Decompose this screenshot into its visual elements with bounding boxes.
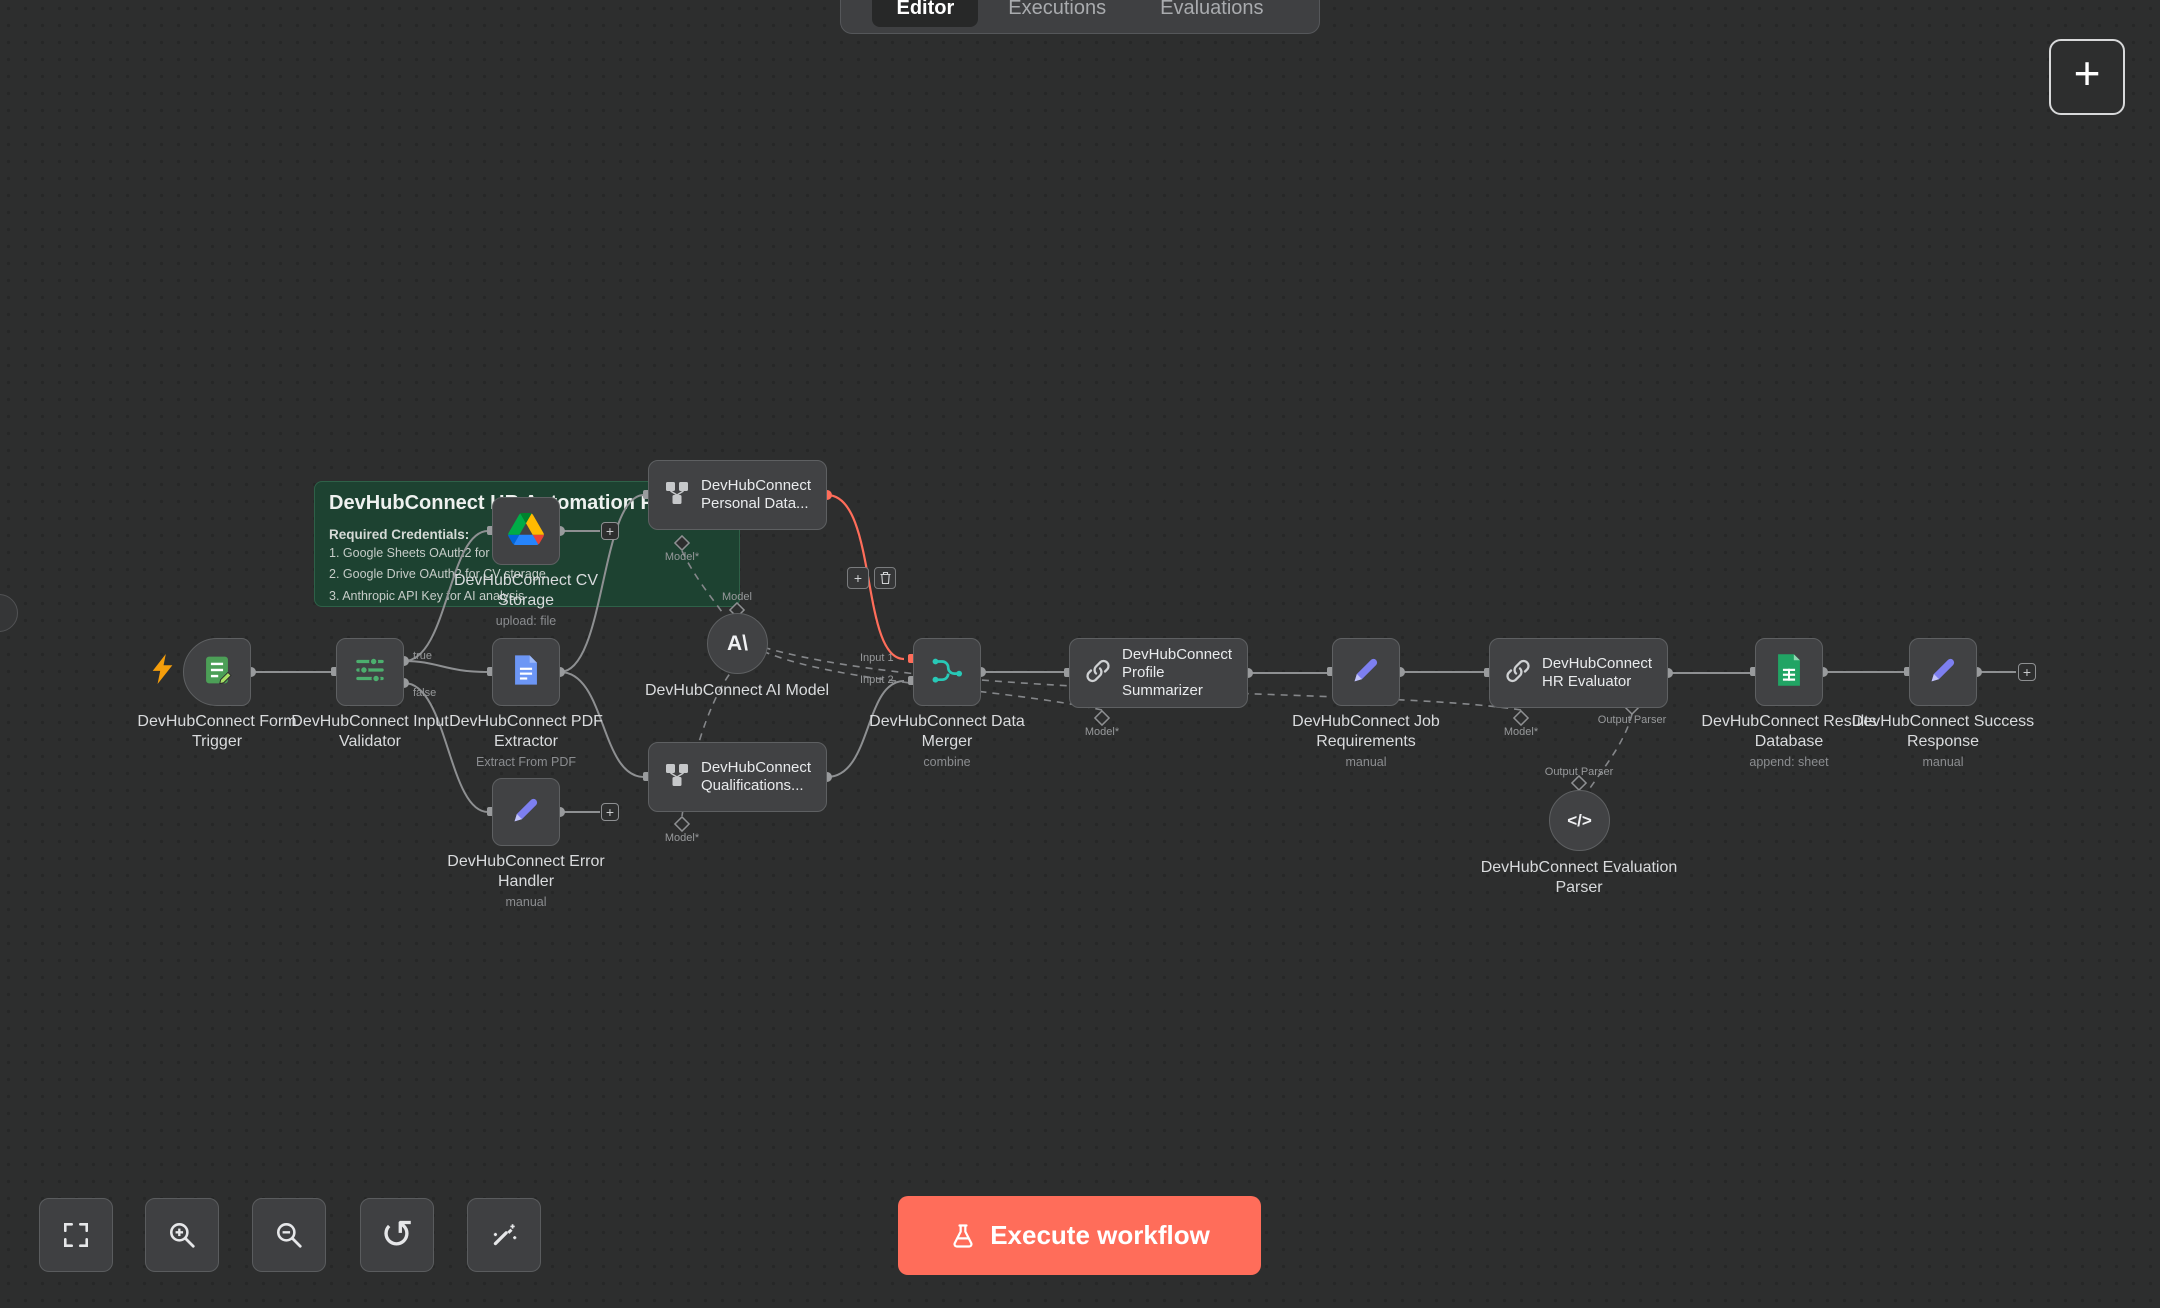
zoom-out-button[interactable]: [252, 1198, 326, 1272]
extractor-icon: [663, 479, 691, 512]
output-label-true: true: [413, 650, 432, 662]
add-connection-button[interactable]: +: [601, 803, 619, 821]
node-inner-title: DevHubConnect Personal Data...: [701, 477, 812, 512]
node-profile-summarizer[interactable]: DevHubConnect Profile Summarizer: [1069, 638, 1248, 708]
node-error-handler[interactable]: [492, 778, 560, 846]
tidy-wand-icon: [493, 1224, 517, 1246]
model-input-label: Model*: [664, 832, 700, 844]
fit-view-button[interactable]: [39, 1198, 113, 1272]
node-results-database[interactable]: [1755, 638, 1823, 706]
anthropic-icon: A\: [727, 631, 748, 655]
sticky-credential-2: 2. Google Drive OAuth2 for CV storage: [329, 567, 546, 582]
conn-true-cvstorage: [403, 530, 489, 662]
chain-link-icon: [1084, 657, 1112, 690]
model-input-label: Model*: [1084, 726, 1120, 738]
tab-evaluations[interactable]: Evaluations: [1160, 0, 1264, 19]
sticky-subtitle: Required Credentials:: [329, 527, 470, 542]
sticky-credential-3: 3. Anthropic API Key for AI analysis: [329, 588, 525, 603]
node-input-validator[interactable]: [336, 638, 404, 706]
input2-label: Input 2: [860, 674, 894, 686]
node-inner-title: DevHubConnect Profile Summarizer: [1122, 646, 1233, 699]
code-icon: </>: [1567, 810, 1592, 830]
conn-parser-evaluator: [1587, 713, 1633, 792]
node-personal-data-extractor[interactable]: DevHubConnect Personal Data...: [648, 460, 827, 530]
connection-actions: +: [847, 567, 896, 589]
merge-icon: [930, 653, 964, 692]
pencil-icon: [1927, 654, 1959, 691]
node-inner-title: DevHubConnect HR Evaluator: [1542, 655, 1653, 690]
node-inner-title: DevHubConnect Qualifications...: [701, 759, 812, 794]
zoom-out-icon: [277, 1223, 302, 1248]
tab-editor[interactable]: Editor: [872, 0, 979, 27]
google-sheets-icon: [1774, 653, 1804, 692]
pdf-file-icon: [510, 653, 542, 692]
lightning-bolt-icon: [152, 654, 174, 689]
conn-false-error: [403, 682, 489, 813]
pencil-icon: [510, 794, 542, 831]
output-label-false: false: [413, 687, 437, 699]
output-parser-input-label: Output Parser: [1597, 714, 1667, 726]
add-connection-button[interactable]: +: [2018, 663, 2036, 681]
node-qualifications-extractor[interactable]: DevHubConnect Qualifications...: [648, 742, 827, 812]
delete-connection-button[interactable]: [874, 567, 896, 589]
output-parser-output-label: Output Parser: [1544, 766, 1614, 778]
tidy-up-button[interactable]: [467, 1198, 541, 1272]
form-icon: [200, 653, 234, 692]
conn-qualifications-merger: [826, 680, 905, 778]
conn-model-summarizer: [764, 651, 1103, 711]
model-output-label: Model: [722, 591, 752, 603]
chain-link-icon: [1504, 657, 1532, 690]
zoom-in-icon: [170, 1223, 195, 1248]
conn-model-evaluator: [765, 647, 1522, 711]
node-ai-model[interactable]: A\: [707, 613, 768, 674]
node-form-trigger[interactable]: [183, 638, 251, 706]
zoom-in-button[interactable]: [145, 1198, 219, 1272]
sliders-icon: [353, 653, 387, 692]
node-evaluation-parser[interactable]: </>: [1549, 790, 1610, 851]
add-node-on-connection-button[interactable]: +: [847, 567, 869, 589]
undo-icon: ↺: [380, 1213, 414, 1257]
execute-workflow-label: Execute workflow: [990, 1220, 1210, 1250]
model-input-label: Model*: [1503, 726, 1539, 738]
tab-executions[interactable]: Executions: [1008, 0, 1107, 19]
node-data-merger[interactable]: [913, 638, 981, 706]
node-pdf-extractor[interactable]: [492, 638, 560, 706]
flask-icon: [953, 1223, 973, 1248]
conn-model-personal: [681, 550, 728, 620]
node-success-response[interactable]: [1909, 638, 1977, 706]
extractor-icon: [663, 761, 691, 794]
view-tabs: Editor Executions Evaluations: [840, 0, 1320, 34]
pencil-icon: [1350, 654, 1382, 691]
conn-true-pdf: [403, 660, 489, 673]
conn-pdf-qualifications: [559, 671, 645, 778]
google-drive-icon: [508, 512, 544, 550]
undo-button[interactable]: ↺: [360, 1198, 434, 1272]
trash-icon: [880, 572, 890, 584]
add-node-button[interactable]: +: [2049, 39, 2125, 115]
conn-pdf-personal: [559, 494, 645, 673]
input1-label: Input 1: [860, 652, 894, 664]
node-hr-evaluator[interactable]: DevHubConnect HR Evaluator: [1489, 638, 1668, 708]
node-cv-storage[interactable]: [492, 497, 560, 565]
add-connection-button[interactable]: +: [601, 522, 619, 540]
fit-view-icon: [64, 1223, 89, 1247]
model-input-label: Model*: [664, 551, 700, 563]
execute-workflow-button[interactable]: Execute workflow: [898, 1196, 1261, 1275]
node-job-requirements[interactable]: [1332, 638, 1400, 706]
